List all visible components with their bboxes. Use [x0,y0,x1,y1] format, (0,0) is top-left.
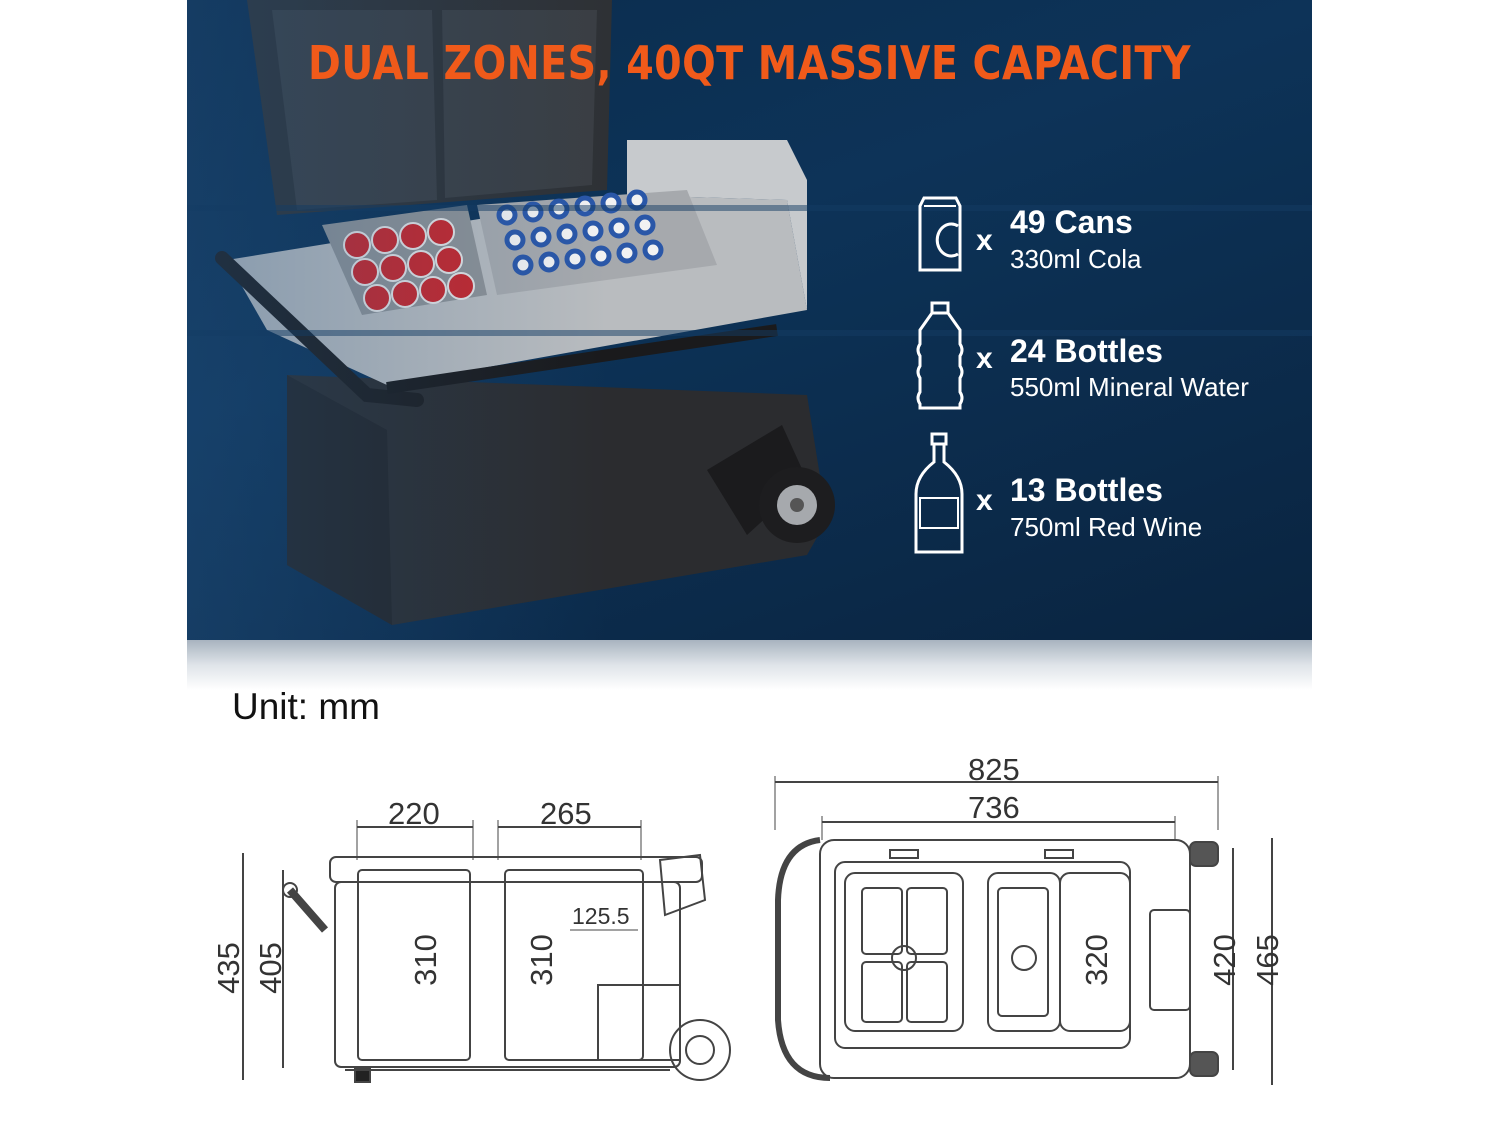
capacity-item-water: x 24 Bottles 550ml Mineral Water [912,300,1292,420]
dim-top-inner-depth: 320 [1078,934,1114,986]
water-bottle-icon [916,301,964,410]
dim-side-inner: 125.5 [572,903,630,929]
can-icon [918,196,962,272]
capacity-item-cans: x 49 Cans 330ml Cola [912,192,1292,312]
banner-stripe [187,330,1312,336]
capacity-subtitle: 330ml Cola [1010,244,1142,274]
hero-banner [187,0,1312,640]
multiplier: x [976,342,993,375]
dim-side-width-1: 220 [388,796,440,831]
headline: DUAL ZONES, 40QT MASSIVE CAPACITY [307,36,1192,90]
capacity-title: 49 Cans [1010,204,1133,240]
dim-top-width-body: 736 [968,790,1020,825]
fridge-illustration [215,0,835,625]
dim-top-depth-total: 465 [1249,934,1285,986]
capacity-item-wine: x 13 Bottles 750ml Red Wine [912,432,1292,554]
dim-side-depth-2: 310 [523,934,559,986]
dim-side-height-total: 435 [210,942,246,994]
banner-glow [187,0,607,640]
banner-fade [187,640,1312,690]
multiplier: x [976,484,993,517]
dim-side-height-body: 405 [252,942,288,994]
capacity-subtitle: 750ml Red Wine [1010,512,1203,542]
top-view [774,776,1273,1085]
wine-bottle-icon [914,432,964,554]
side-view [242,820,731,1083]
dim-side-width-2: 265 [540,796,592,831]
multiplier: x [976,224,993,257]
capacity-subtitle: 550ml Mineral Water [1010,372,1249,402]
unit-label: Unit: mm [232,686,380,727]
dim-side-depth-1: 310 [407,934,443,986]
dim-top-depth-body: 420 [1206,934,1242,986]
capacity-title: 24 Bottles [1010,333,1163,369]
dim-top-width-total: 825 [968,752,1020,787]
capacity-title: 13 Bottles [1010,472,1163,508]
banner-stripe [187,205,1312,211]
